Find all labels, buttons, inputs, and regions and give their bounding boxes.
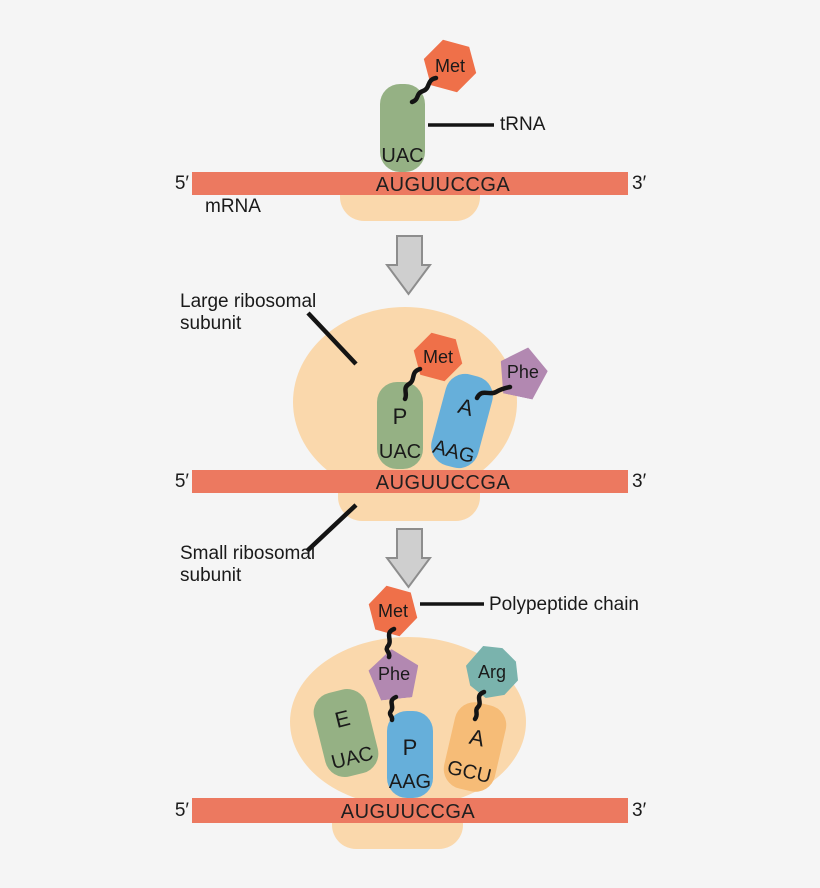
e-site-label: E [332,705,353,733]
large-subunit-label: Large ribosomal subunit [180,291,317,334]
phe-label: Phe [377,663,411,684]
mrna-bar [192,172,628,195]
five-prime-label: 5′ [174,173,189,194]
a-site-label: A [467,723,488,752]
met-label: Met [377,600,408,621]
mrna-label: mRNA [205,196,261,217]
arg-label: Arg [477,661,506,682]
small-ribosomal-subunit-shape [340,195,480,221]
small-subunit-label: Small ribosomal subunit [180,543,316,586]
down-arrow-icon [385,528,432,589]
met-label: Met [422,346,453,367]
a-site-label: A [455,393,477,421]
anticodon-label: UAC [378,441,422,463]
anticodon-label: UAC [381,145,424,167]
small-ribosomal-subunit-shape [332,822,463,849]
met-amino-acid: Met [423,39,477,93]
met-amino-acid: Met [368,585,418,637]
mrna-sequence: AUGUUCCGA [340,801,476,823]
five-prime-label: 5′ [174,800,189,821]
polypeptide-chain-label: Polypeptide chain [489,594,639,615]
five-prime-label: 5′ [174,471,189,492]
p-site-label: P [392,404,408,429]
p-site-trna: P AAG [387,711,433,798]
mrna-bar [192,470,628,493]
phe-label: Phe [506,361,540,382]
initiator-trna: UAC [380,84,425,172]
three-prime-label: 3′ [632,471,647,492]
mrna-sequence: AUGUUCCGA [375,174,511,196]
trna-callout-label: tRNA [500,114,546,135]
down-arrow-icon [385,235,432,296]
anticodon-label: AAG [388,771,432,793]
met-label: Met [434,55,465,76]
p-site-trna: P UAC [377,382,423,469]
three-prime-label: 3′ [632,173,647,194]
three-prime-label: 3′ [632,800,647,821]
small-ribosomal-subunit-shape [338,493,480,521]
p-site-label: P [402,735,418,760]
mrna-bar [192,798,628,823]
mrna-sequence: AUGUUCCGA [375,472,511,494]
